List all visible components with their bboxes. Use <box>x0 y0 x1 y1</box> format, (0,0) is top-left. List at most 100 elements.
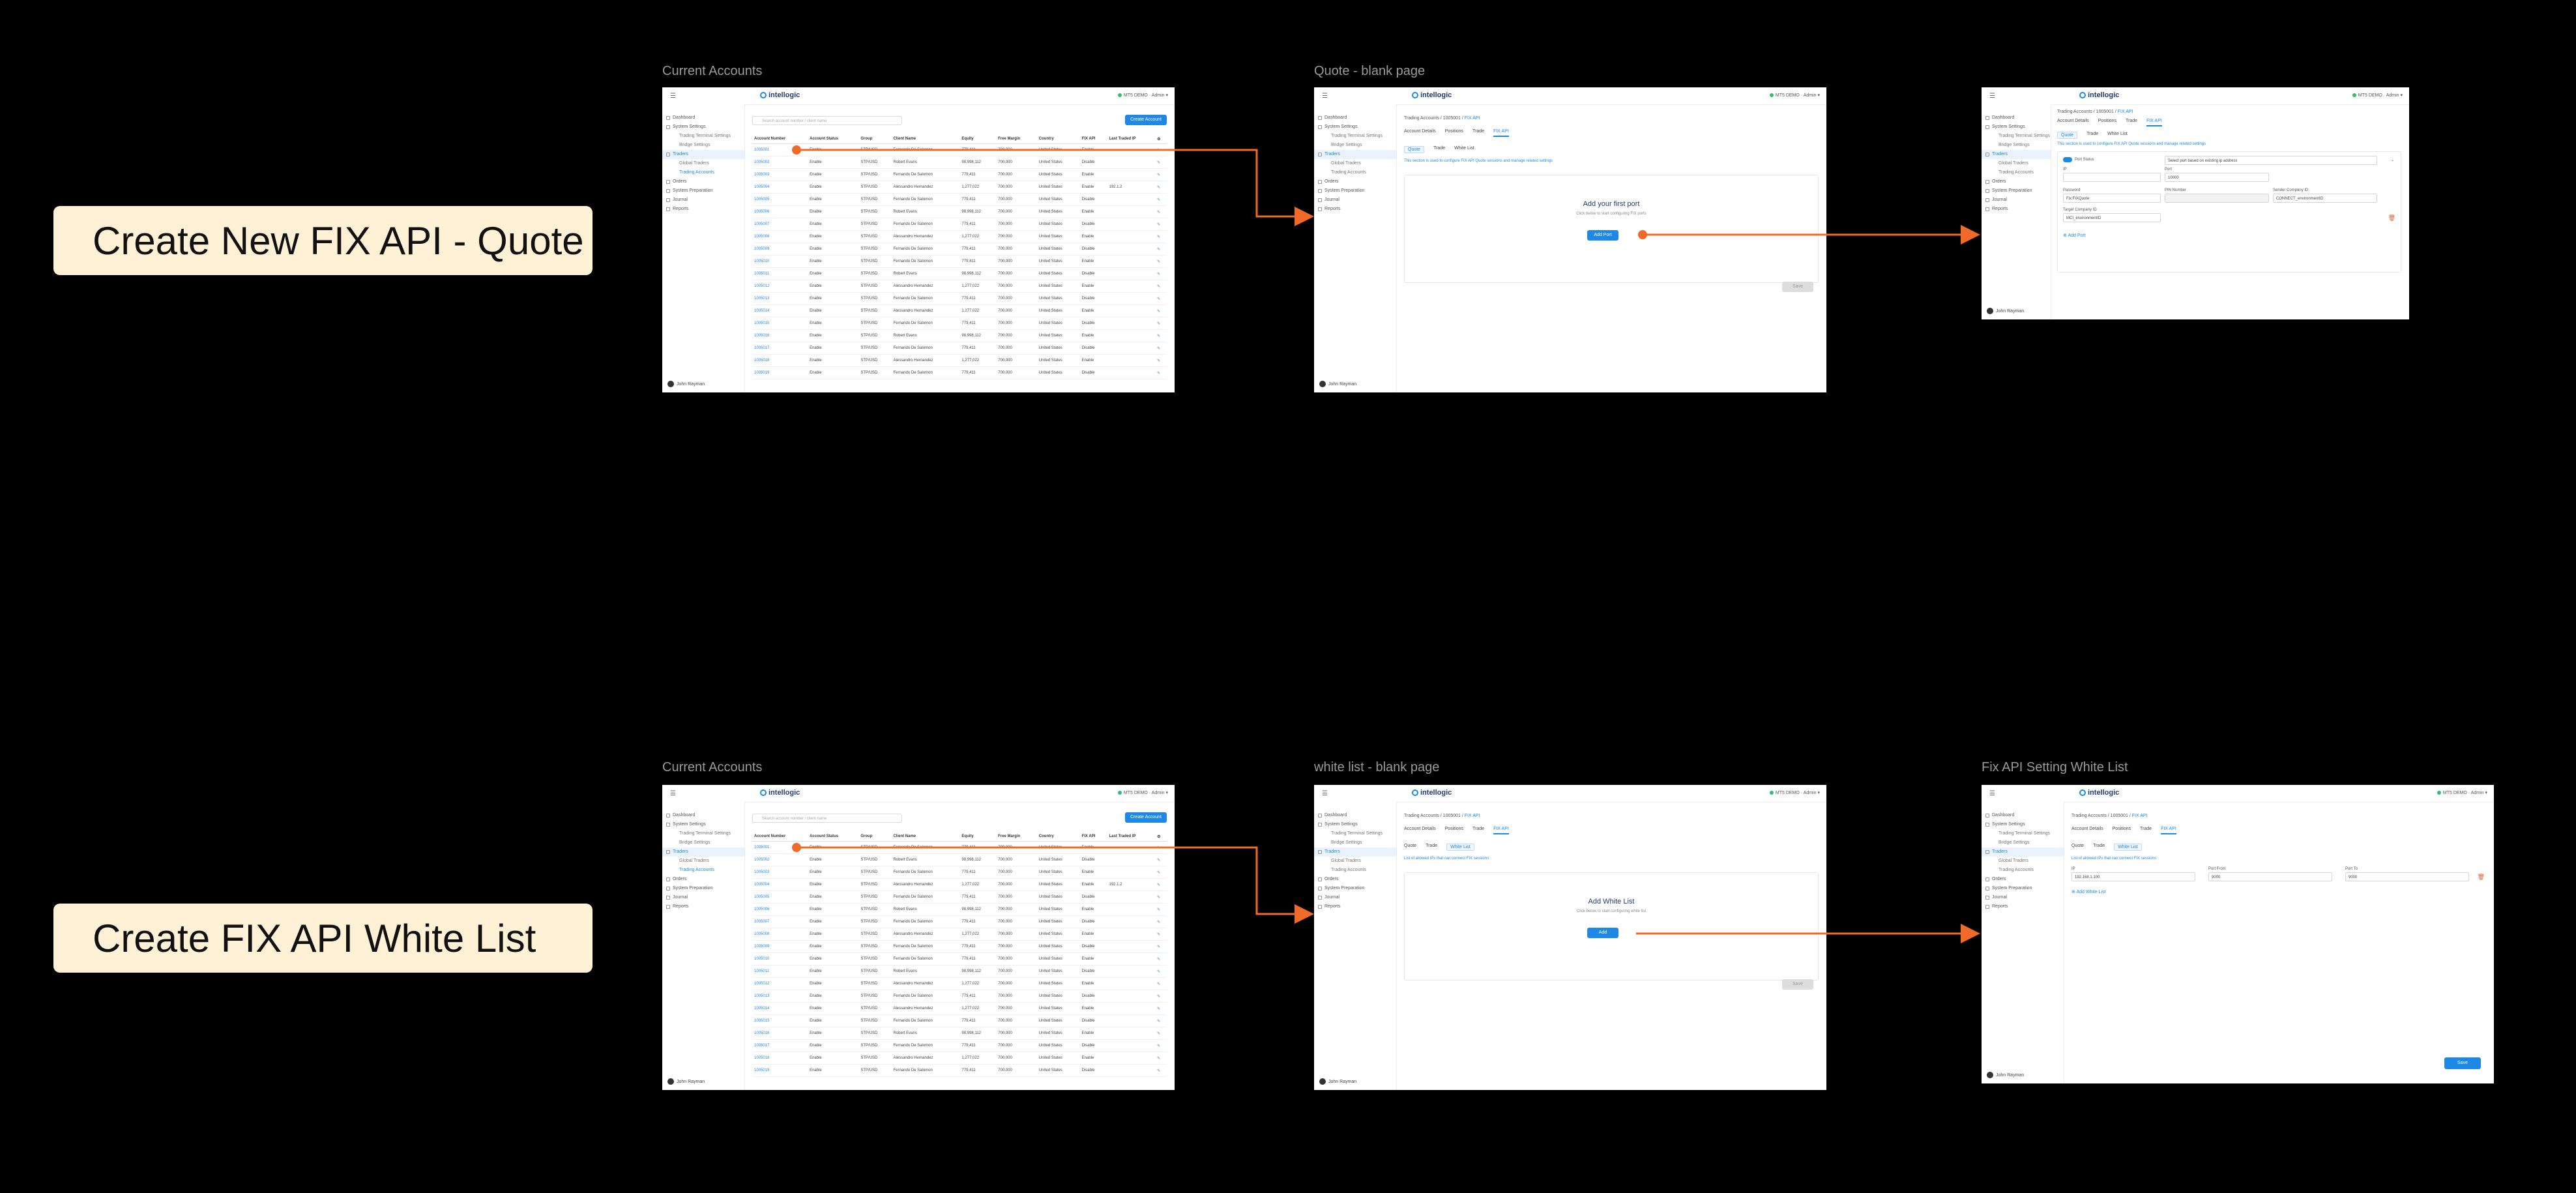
sidebar-item[interactable]: Global Traders <box>1982 857 2064 866</box>
tab-account-details[interactable]: Account Details <box>1404 129 1436 134</box>
subtab-trade[interactable]: Trade <box>1426 844 1438 848</box>
create-account-button[interactable]: Create Account <box>1125 812 1167 823</box>
sidebar-item[interactable]: Traders <box>1982 150 2051 159</box>
edit-icon[interactable]: ✎ <box>1155 243 1167 256</box>
tab-fix-api[interactable]: FIX API <box>2161 827 2176 834</box>
sidebar-item[interactable]: Orders <box>1314 875 1396 884</box>
account-number-link[interactable]: 1005016 <box>752 329 808 342</box>
create-account-button[interactable]: Create Account <box>1125 115 1167 125</box>
account-number-link[interactable]: 1005018 <box>752 354 808 367</box>
chevron-down-icon[interactable]: ⌄ <box>2390 158 2394 162</box>
edit-icon[interactable]: ✎ <box>1155 853 1167 866</box>
account-number-link[interactable]: 1005006 <box>752 903 808 916</box>
sidebar-item[interactable]: Reports <box>662 205 744 214</box>
account-number-link[interactable]: 1005011 <box>752 267 808 280</box>
sidebar-item[interactable]: Trading Accounts <box>1982 866 2064 875</box>
edit-icon[interactable]: ✎ <box>1155 292 1167 305</box>
tab-positions[interactable]: Positions <box>2098 119 2117 123</box>
save-button[interactable]: Save <box>1782 282 1813 292</box>
sidebar-item[interactable]: System Settings <box>662 820 744 829</box>
account-number-link[interactable]: 1005017 <box>752 342 808 355</box>
sidebar-item[interactable]: System Preparation <box>1314 884 1396 893</box>
subtab-white-list[interactable]: White List <box>1454 146 1474 151</box>
subtab-quote[interactable]: Quote <box>2057 132 2078 139</box>
sidebar-item[interactable]: Bridge Settings <box>662 838 744 847</box>
account-number-link[interactable]: 1005017 <box>752 1039 808 1052</box>
edit-icon[interactable]: ✎ <box>1155 1039 1167 1052</box>
sidebar-item[interactable]: System Settings <box>1982 123 2051 132</box>
edit-icon[interactable]: ✎ <box>1155 891 1167 904</box>
column-settings-icon[interactable]: ⚙ <box>1155 134 1167 144</box>
subtab-quote[interactable]: Quote <box>2071 844 2085 848</box>
sidebar-item[interactable]: Dashboard <box>1314 811 1396 820</box>
account-number-link[interactable]: 1005003 <box>752 866 808 879</box>
add-port-button[interactable]: Add Port <box>1587 230 1618 241</box>
subtab-white-list[interactable]: White List <box>1446 844 1474 851</box>
menu-icon[interactable]: ☰ <box>1322 93 1328 100</box>
account-number-link[interactable]: 1005005 <box>752 193 808 206</box>
tab-account-details[interactable]: Account Details <box>2057 119 2089 123</box>
sidebar-item[interactable]: Bridge Settings <box>1982 141 2051 150</box>
user-profile[interactable]: John Rayman <box>1987 1072 2024 1078</box>
sidebar-item[interactable]: Dashboard <box>662 113 744 123</box>
account-number-link[interactable]: 1005003 <box>752 168 808 181</box>
account-number-link[interactable]: 1005002 <box>752 156 808 169</box>
edit-icon[interactable]: ✎ <box>1155 878 1167 891</box>
edit-icon[interactable]: ✎ <box>1155 903 1167 916</box>
port-status-toggle[interactable] <box>2063 157 2072 162</box>
subtab-quote[interactable]: Quote <box>1404 844 1417 848</box>
account-number-link[interactable]: 1005015 <box>752 317 808 330</box>
menu-icon[interactable]: ☰ <box>1989 790 1995 797</box>
account-number-link[interactable]: 1005013 <box>752 292 808 305</box>
sidebar-item[interactable]: Journal <box>1982 196 2051 205</box>
user-profile[interactable]: John Rayman <box>1987 308 2024 314</box>
tab-positions[interactable]: Positions <box>2112 827 2131 831</box>
sidebar-item[interactable]: Journal <box>1982 893 2064 902</box>
account-number-link[interactable]: 1005018 <box>752 1052 808 1065</box>
account-number-link[interactable]: 1005007 <box>752 915 808 928</box>
account-number-link[interactable]: 1005008 <box>752 928 808 941</box>
target-field[interactable]: MCI_environmentID <box>2063 213 2161 222</box>
sidebar-item[interactable]: System Settings <box>1314 123 1396 132</box>
sidebar-item[interactable]: Reports <box>1982 205 2051 214</box>
sidebar-item[interactable]: Reports <box>1314 205 1396 214</box>
tab-fix-api[interactable]: FIX API <box>1493 827 1509 834</box>
sidebar-item[interactable]: Traders <box>1314 150 1396 159</box>
subtab-quote[interactable]: Quote <box>1404 146 1425 153</box>
account-number-link[interactable]: 1005015 <box>752 1014 808 1027</box>
edit-icon[interactable]: ✎ <box>1155 267 1167 280</box>
add-white-list-link[interactable]: ⊕ Add White List <box>2071 890 2106 894</box>
sidebar-item[interactable]: Trading Terminal Settings <box>1314 132 1396 141</box>
edit-icon[interactable]: ✎ <box>1155 218 1167 231</box>
edit-icon[interactable]: ✎ <box>1155 317 1167 330</box>
account-number-link[interactable]: 1005010 <box>752 255 808 268</box>
sidebar-item[interactable]: Dashboard <box>1982 811 2064 820</box>
sidebar-item[interactable]: Traders <box>662 847 744 857</box>
edit-icon[interactable]: ✎ <box>1155 156 1167 169</box>
user-profile[interactable]: John Rayman <box>1319 381 1356 387</box>
edit-icon[interactable]: ✎ <box>1155 915 1167 928</box>
account-number-link[interactable]: 1005012 <box>752 977 808 990</box>
edit-icon[interactable]: ✎ <box>1155 977 1167 990</box>
sidebar-item[interactable]: Trading Accounts <box>1314 168 1396 177</box>
account-number-link[interactable]: 1005002 <box>752 853 808 866</box>
add-white-list-button[interactable]: Add <box>1587 928 1618 938</box>
sidebar-item[interactable]: System Settings <box>1982 820 2064 829</box>
menu-icon[interactable]: ☰ <box>670 93 676 100</box>
edit-icon[interactable]: ✎ <box>1155 990 1167 1003</box>
